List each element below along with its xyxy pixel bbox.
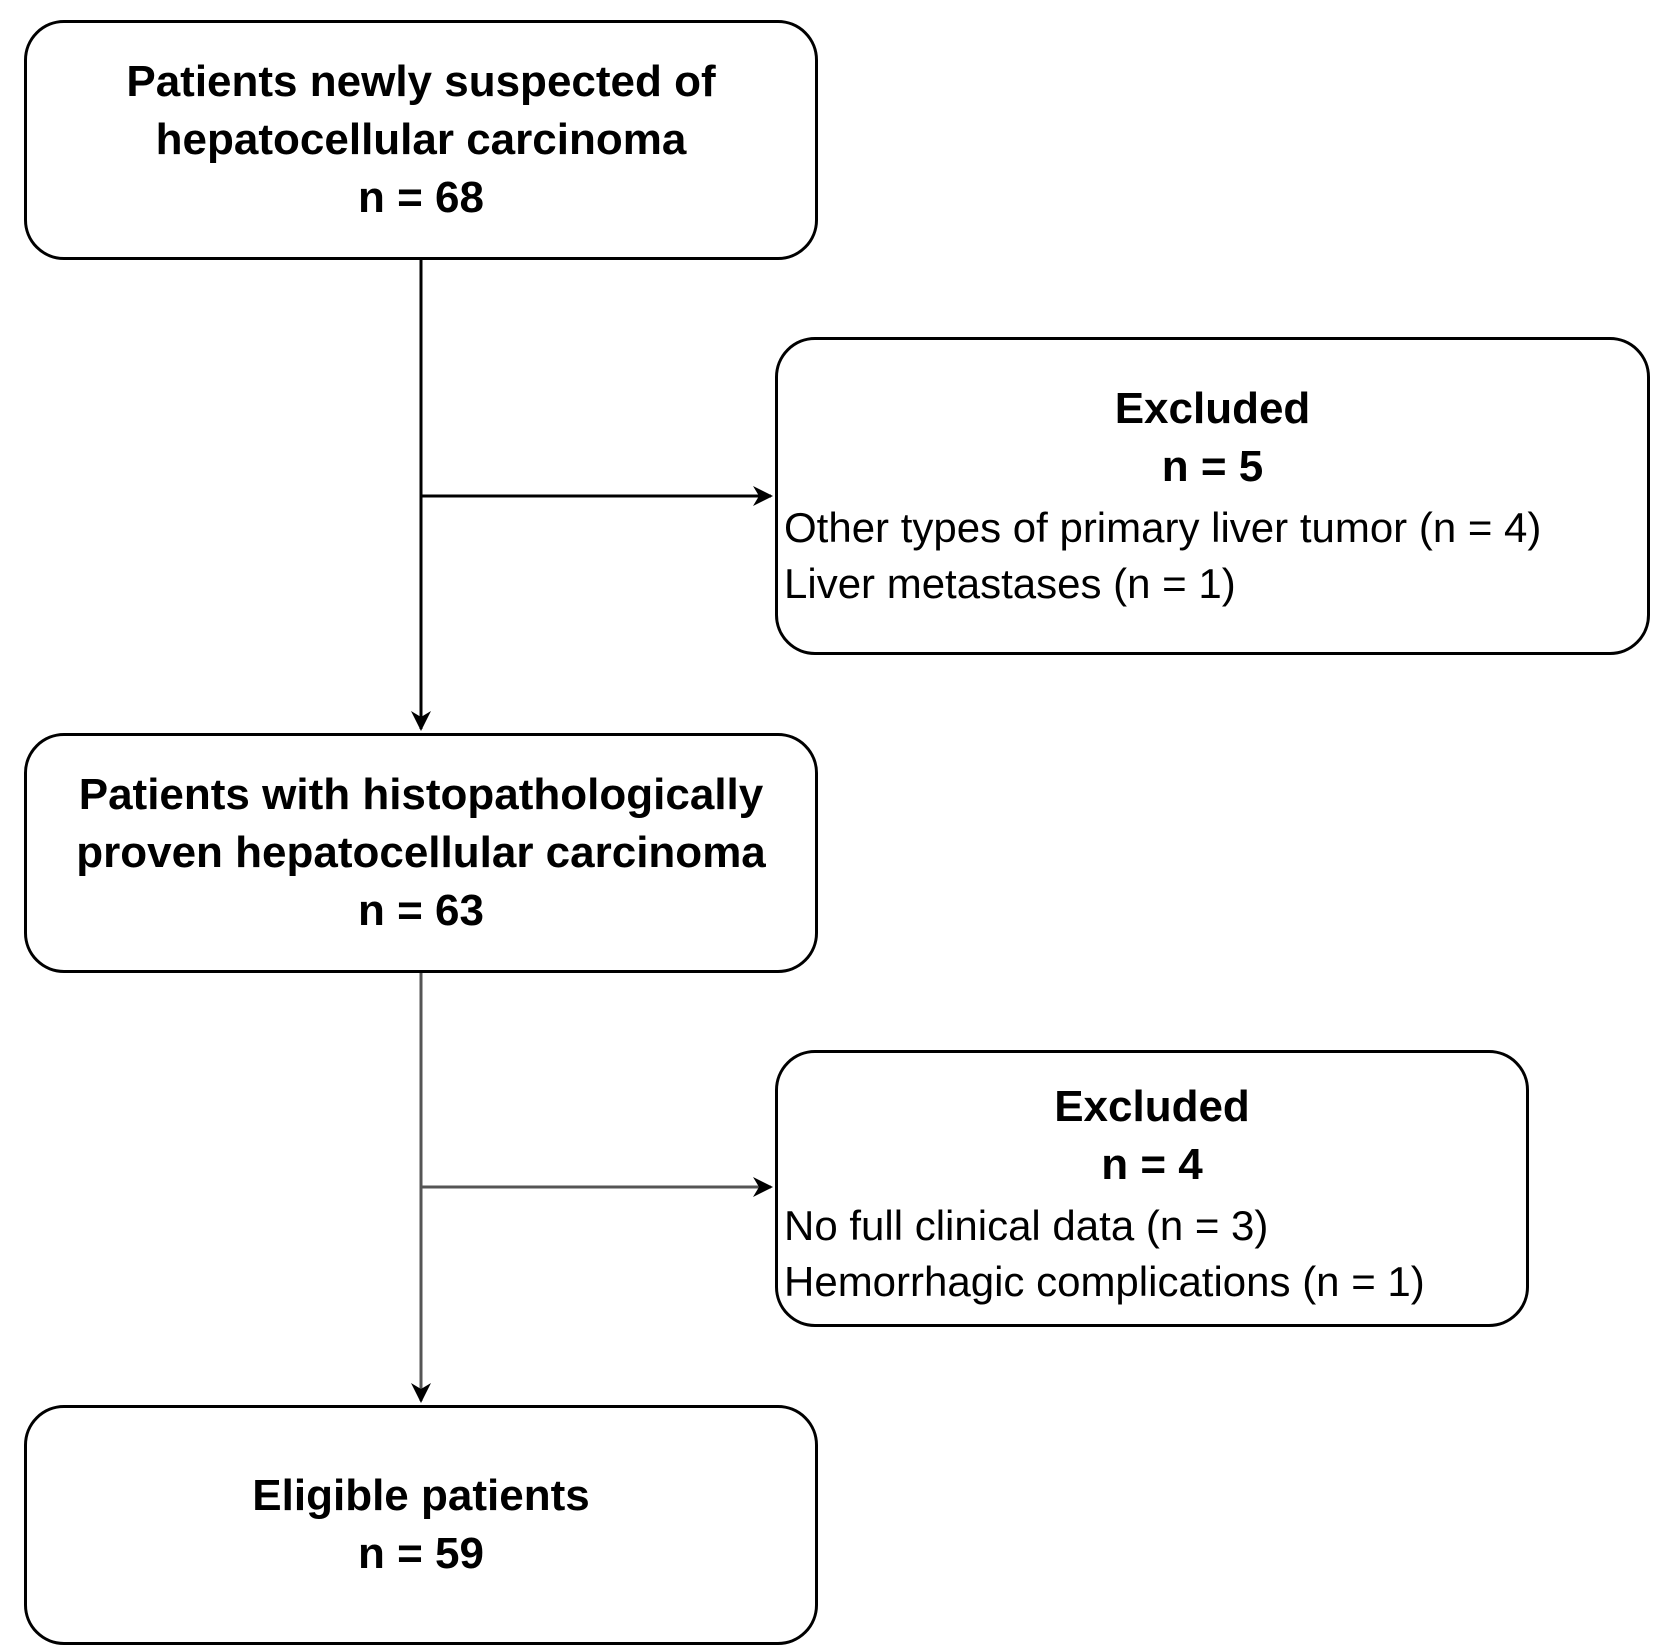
eligible-box: Eligible patients n = 59 xyxy=(24,1405,818,1645)
exclusion-2-reason: Hemorrhagic complications (n = 1) xyxy=(784,1258,1425,1305)
start-box-count: n = 68 xyxy=(358,173,484,222)
exclusion-box-1: Excluded n = 5 Other types of primary li… xyxy=(775,337,1650,655)
exclusion-1-title: Excluded xyxy=(1114,384,1311,433)
start-box: Patients newly suspected of hepatocellul… xyxy=(24,20,818,260)
exclusion-2-reason: No full clinical data (n = 3) xyxy=(784,1202,1269,1249)
exclusion-2-reasons: No full clinical data (n = 3) Hemorrhagi… xyxy=(784,1198,1425,1310)
eligible-box-count: n = 59 xyxy=(358,1529,484,1578)
exclusion-box-2: Excluded n = 4 No full clinical data (n … xyxy=(775,1050,1529,1327)
histopathology-box-line-1: Patients with histopathologically xyxy=(78,770,764,819)
exclusion-2-count: n = 4 xyxy=(1101,1140,1203,1189)
exclusion-2-header: Excluded n = 4 xyxy=(778,1078,1526,1194)
histopathology-box-count: n = 63 xyxy=(358,886,484,935)
histopathology-box: Patients with histopathologically proven… xyxy=(24,733,818,973)
start-box-line-2: hepatocellular carcinoma xyxy=(155,115,687,164)
exclusion-1-reason: Other types of primary liver tumor (n = … xyxy=(784,504,1542,551)
exclusion-1-reasons: Other types of primary liver tumor (n = … xyxy=(784,500,1541,612)
exclusion-2-title: Excluded xyxy=(1054,1082,1250,1131)
exclusion-1-count: n = 5 xyxy=(1161,442,1264,491)
histopathology-box-line-2: proven hepatocellular carcinoma xyxy=(76,828,766,877)
eligible-box-label: Eligible patients xyxy=(252,1471,590,1520)
exclusion-1-reason: Liver metastases (n = 1) xyxy=(784,560,1236,607)
start-box-line-1: Patients newly suspected of xyxy=(126,57,716,106)
exclusion-1-header: Excluded n = 5 xyxy=(778,380,1647,496)
